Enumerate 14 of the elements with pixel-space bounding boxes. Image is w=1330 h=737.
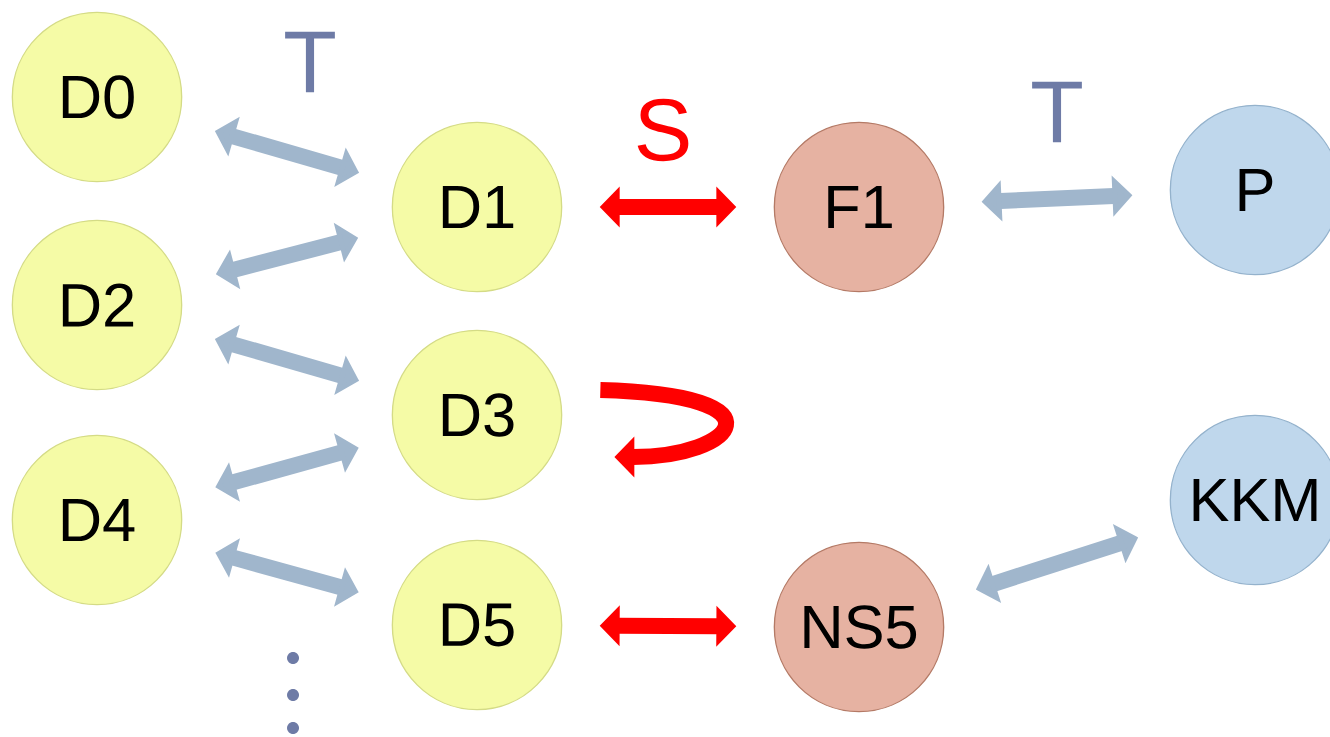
edge-label: S <box>637 98 689 162</box>
circle-node: D3 <box>391 329 563 501</box>
circle-node: P <box>1169 104 1330 276</box>
circle-node: KKM <box>1169 414 1330 586</box>
circle-node: NS5 <box>773 541 945 713</box>
circle-node: D2 <box>11 219 183 391</box>
circle-node: D5 <box>391 539 563 711</box>
edge-label: T <box>285 31 335 93</box>
circle-node: F1 <box>773 121 945 293</box>
curved-arrow <box>599 382 734 478</box>
circle-node: D4 <box>11 434 183 606</box>
edge-label: T <box>1032 81 1082 143</box>
circle-node: D1 <box>391 121 563 293</box>
circle-node: D0 <box>11 11 183 183</box>
